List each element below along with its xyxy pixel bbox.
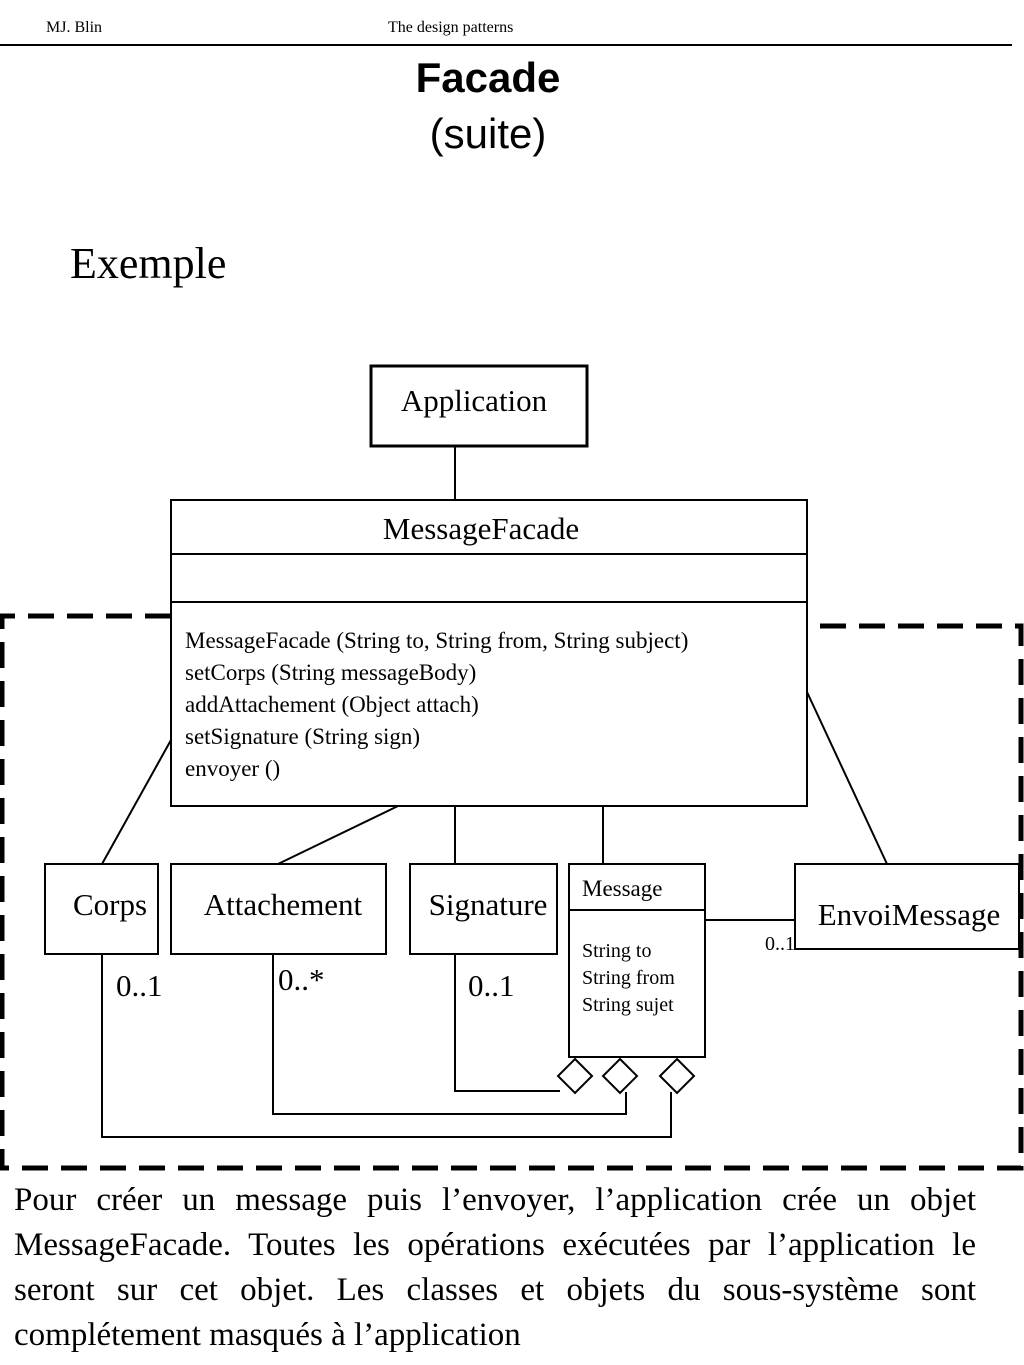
message-attribute: String from xyxy=(582,967,675,989)
application-class-box xyxy=(369,364,589,448)
facade-class-box xyxy=(170,499,808,807)
facade-corps-link xyxy=(101,739,172,865)
description-paragraph: Pour créer un message puis l’envoyer, l’… xyxy=(14,1182,976,1353)
header-rule xyxy=(0,44,1012,46)
corps-multiplicity: 0..1 xyxy=(116,968,163,1003)
subsystem-boundary xyxy=(0,613,1024,1171)
facade-operation: envoyer () xyxy=(185,756,280,781)
aggregation-diamond xyxy=(556,1057,594,1095)
aggregation-diamond xyxy=(658,1057,696,1095)
slide-title: Facade xyxy=(415,54,561,101)
envoi-class-name: EnvoiMessage xyxy=(818,897,1001,932)
signature-class-name: Signature xyxy=(429,887,548,922)
facade-operation: MessageFacade (String to, String from, S… xyxy=(185,628,688,653)
facade-operation: setSignature (String sign) xyxy=(185,724,420,749)
signature-multiplicity: 0..1 xyxy=(468,968,515,1003)
signature-class-box xyxy=(409,863,558,955)
application-class-name: Application xyxy=(401,383,548,418)
section-heading: Exemple xyxy=(70,239,227,288)
facade-operation: addAttachement (Object attach) xyxy=(185,692,479,717)
message-attribute: String sujet xyxy=(582,994,674,1016)
message-attribute: String to xyxy=(582,940,651,962)
attachement-class-box xyxy=(170,863,387,955)
facade-envoi-link xyxy=(806,691,888,865)
corps-class-box xyxy=(44,863,159,955)
envoi-multiplicity: 0..1 xyxy=(765,933,795,955)
attachement-multiplicity: 0..* xyxy=(278,962,325,997)
facade-attachement-link xyxy=(277,805,399,865)
attachement-class-name: Attachement xyxy=(204,887,363,922)
header-course: The design patterns xyxy=(388,19,514,36)
slide-subtitle: (suite) xyxy=(429,110,547,157)
header-author: MJ. Blin xyxy=(46,19,103,36)
facade-operation: setCorps (String messageBody) xyxy=(185,660,476,685)
message-class-box xyxy=(568,863,706,1058)
facade-class-name: MessageFacade xyxy=(383,511,579,546)
corps-aggregation-line xyxy=(101,954,672,1138)
corps-class-name: Corps xyxy=(73,887,147,922)
aggregation-diamond xyxy=(601,1057,639,1095)
envoi-class-box xyxy=(794,863,1020,950)
attachement-aggregation-line xyxy=(272,954,627,1115)
message-class-name: Message xyxy=(582,876,662,901)
signature-aggregation-line xyxy=(454,954,560,1092)
